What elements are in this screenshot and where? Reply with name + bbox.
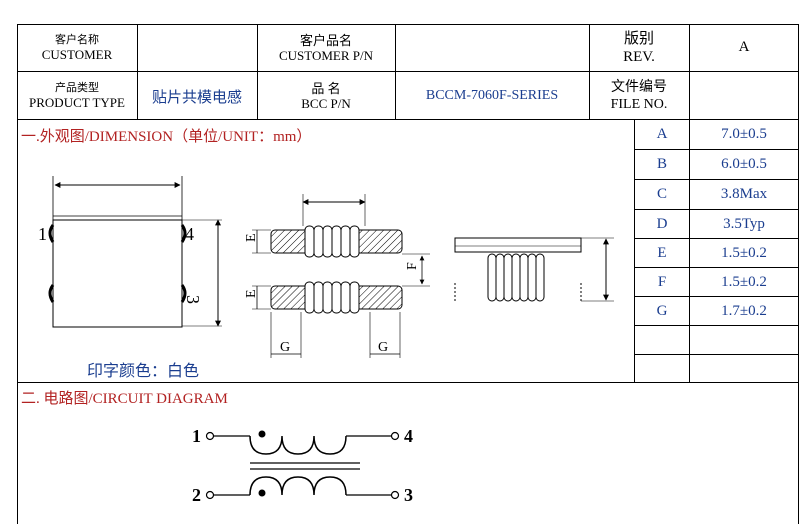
customer-value	[137, 24, 257, 71]
circuit-pin-3: 3	[404, 485, 413, 505]
rev-label-cn: 版别	[623, 30, 654, 47]
product-type-value: 贴片共模电感	[151, 89, 242, 106]
spec-table-mid-border	[689, 120, 690, 382]
customer-label: 客户名称 CUSTOMER	[17, 24, 137, 71]
product-type-label-cn: 产品类型	[55, 82, 99, 94]
customer-pn-label-cn: 客户品名	[299, 32, 352, 48]
spec-value: 6.0±0.5	[721, 156, 767, 172]
product-type-label: 产品类型 PRODUCT TYPE	[17, 72, 137, 120]
spec-label	[635, 355, 689, 382]
customer-pn-label: 客户品名 CUSTOMER P/N	[257, 24, 395, 71]
dim-g-left-label: G	[280, 340, 290, 355]
file-no-label: 文件编号 FILE NO.	[589, 72, 689, 120]
rev-label-en: REV.	[623, 48, 655, 65]
spec-row-line	[634, 149, 799, 150]
left-frame-line	[17, 120, 18, 524]
pn-label-en: BCC P/N	[301, 96, 351, 111]
customer-label-cn: 客户名称	[55, 33, 99, 46]
side-view	[454, 237, 614, 302]
dimension-drawing: 1 4 3 E E	[38, 176, 614, 358]
spec-table-left-border	[634, 120, 635, 382]
rev-value: A	[738, 39, 750, 55]
customer-label-en: CUSTOMER	[41, 46, 113, 62]
circuit-section-title: 二. 电路图/CIRCUIT DIAGRAM	[21, 391, 228, 407]
customer-pn-label-en: CUSTOMER P/N	[278, 47, 374, 63]
spec-value: 7.0±0.5	[721, 126, 767, 142]
circuit-pin-4: 4	[404, 426, 413, 446]
file-no-label-en: FILE NO.	[610, 97, 668, 112]
spec-value	[690, 355, 798, 382]
spec-row-line	[634, 238, 799, 239]
header-col-divider	[137, 24, 138, 120]
pn-label-cn: 品 名	[311, 81, 341, 96]
front-view: 1 4 3	[38, 176, 222, 328]
spec-label: D	[656, 215, 668, 232]
spec-label: C	[656, 186, 667, 202]
header-col-divider	[395, 24, 396, 120]
circuit-pin-1: 1	[192, 426, 201, 446]
spec-value: 3.8Max	[720, 186, 768, 202]
pin4-label: 4	[185, 224, 194, 244]
spec-label: A	[656, 126, 668, 142]
spec-value: 1.5±0.2	[721, 273, 767, 290]
file-no-label-cn: 文件编号	[611, 80, 667, 95]
dim-e-top-label: E	[244, 233, 259, 242]
spec-label	[635, 326, 689, 354]
spec-value	[690, 326, 798, 354]
pn-value: BCCM-7060F-SERIES	[425, 88, 559, 103]
pin1-label: 1	[38, 224, 47, 244]
section-divider	[17, 382, 799, 383]
spec-row-line	[634, 267, 799, 268]
header-col-divider	[257, 24, 258, 120]
top-view: E E F G G	[244, 194, 430, 358]
spec-row-line	[634, 296, 799, 297]
spec-label: G	[656, 302, 668, 319]
product-type-label-en: PRODUCT TYPE	[29, 95, 125, 110]
spec-row-line	[634, 354, 799, 355]
dim-g-right-label: G	[378, 340, 388, 355]
dim-f-label: F	[405, 262, 420, 270]
header-col-divider	[689, 24, 690, 120]
spec-value: 1.5±0.2	[721, 244, 767, 261]
spec-row-line	[634, 325, 799, 326]
marking-color-note: 印字颜色：白色	[87, 363, 200, 380]
header-col-divider	[589, 24, 590, 120]
pn-label: 品 名 BCC P/N	[257, 72, 395, 120]
rev-label: 版别 REV.	[589, 24, 689, 71]
pin3-label: 3	[183, 295, 203, 304]
spec-row-line	[634, 179, 799, 180]
circuit-pin-2: 2	[192, 485, 201, 505]
spec-label: E	[657, 244, 667, 261]
customer-pn-value	[395, 24, 589, 71]
header-frame	[17, 24, 799, 120]
spec-row-line	[634, 209, 799, 210]
dimension-section-title: 一.外观图/DIMENSION（单位/UNIT：mm）	[21, 129, 312, 145]
spec-value: 1.7±0.2	[721, 302, 767, 319]
file-no-value	[689, 72, 799, 120]
header-row-divider	[17, 71, 799, 72]
circuit-diagram: 1 4 2 3	[192, 426, 413, 505]
spec-value: 3.5Typ	[723, 215, 765, 232]
spec-label: B	[656, 156, 667, 172]
right-frame-line	[798, 120, 799, 524]
dim-e-bottom-label: E	[244, 289, 259, 298]
spec-label: F	[657, 273, 667, 290]
